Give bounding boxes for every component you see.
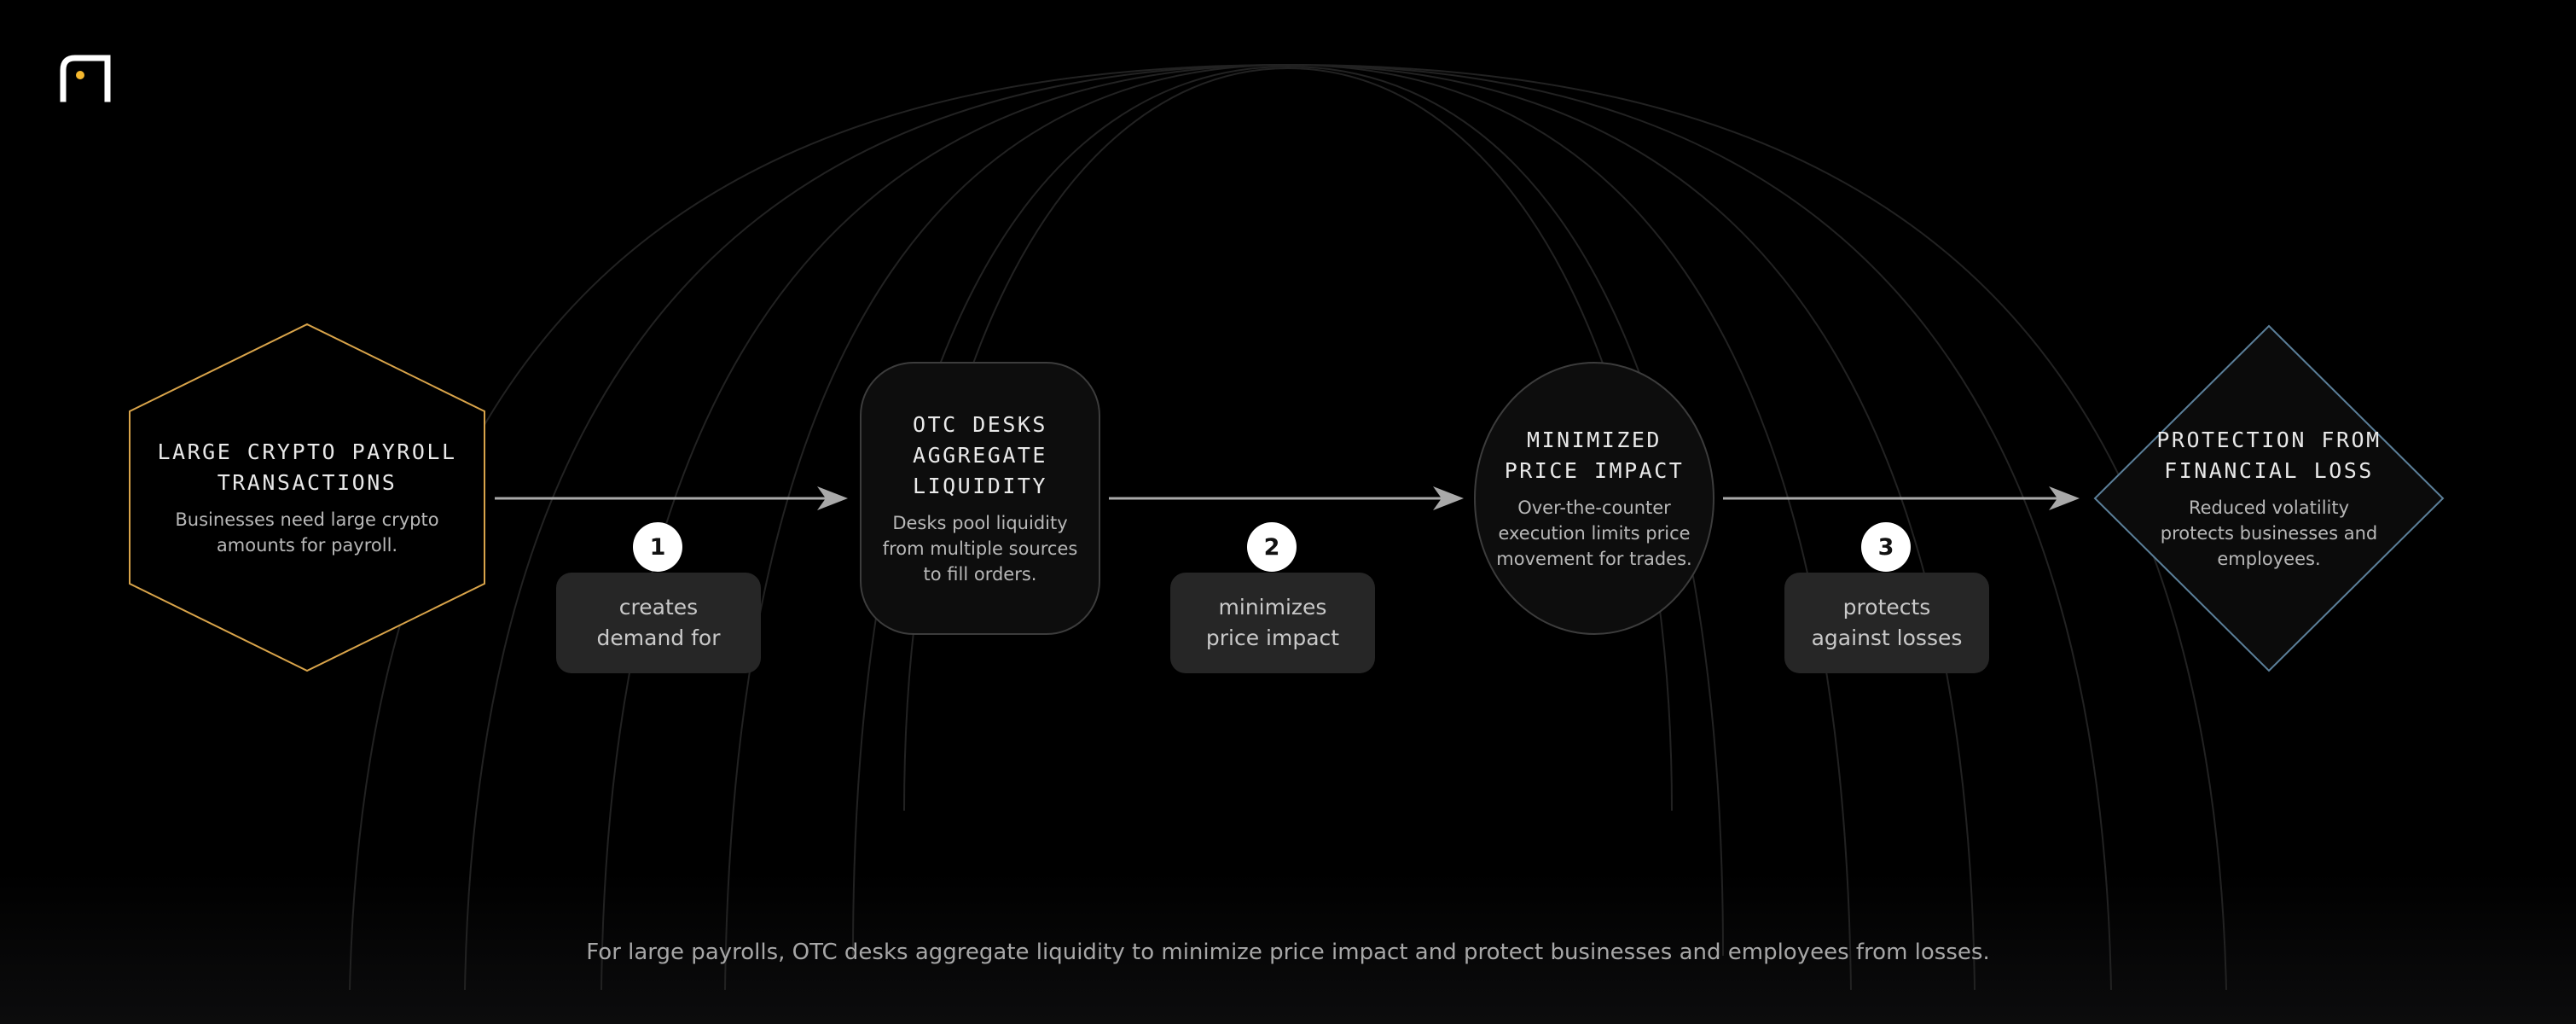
hexagon-shape [129,323,485,672]
node-title: OTC DESKS AGGREGATE LIQUIDITY [913,412,1047,498]
edge-2-arrow [1109,481,1465,515]
edge-3-arrow [1723,481,2081,515]
edge-label-minimizes-impact: minimizes price impact [1170,573,1375,673]
background-arc [600,63,1976,991]
node-description: Businesses need large crypto amounts for… [175,509,439,556]
node-otc-desks: OTC DESKS AGGREGATE LIQUIDITY Desks pool… [860,362,1100,635]
node-description: Desks pool liquidity from multiple sourc… [882,513,1078,585]
step-badge-2: 2 [1247,522,1297,572]
edge-label-creates-demand: creates demand for [556,573,761,673]
node-description: Over-the-counter execution limits price … [1496,497,1692,569]
background-arc [464,63,2112,991]
node-financial-protection: PROTECTION FROM FINANCIAL LOSS Reduced v… [2093,324,2445,672]
diamond-shape [2093,324,2445,672]
node-title: LARGE CRYPTO PAYROLL TRANSACTIONS [157,439,457,495]
background-arc [349,63,2227,991]
step-badge-3: 3 [1861,522,1911,572]
node-description: Reduced volatility protects businesses a… [2160,497,2378,569]
node-price-impact: MINIMIZED PRICE IMPACT Over-the-counter … [1474,362,1714,635]
node-title: PROTECTION FROM FINANCIAL LOSS [2156,428,2382,483]
brand-logo [58,55,113,102]
node-title: MINIMIZED PRICE IMPACT [1504,428,1685,483]
brand-logo-icon [60,55,111,102]
edge-1-arrow [495,481,850,515]
background-arc [724,63,1852,991]
rounded-rectangle-shape [860,362,1100,635]
step-badge-1: 1 [633,522,682,572]
node-payroll-transactions: LARGE CRYPTO PAYROLL TRANSACTIONS Busine… [128,323,486,672]
ellipse-shape [1474,362,1714,635]
diagram-caption: For large payrolls, OTC desks aggregate … [586,940,1990,965]
edge-label-protects-losses: protects against losses [1784,573,1989,673]
